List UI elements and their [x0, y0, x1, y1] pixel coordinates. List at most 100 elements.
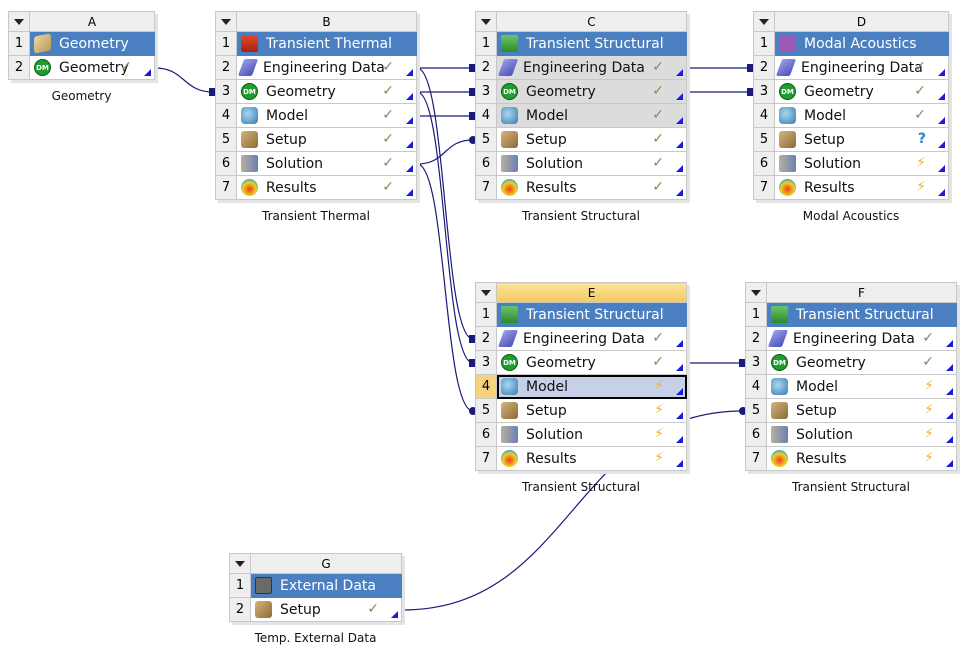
cell-transient-structural[interactable]: Transient Structural: [766, 302, 957, 327]
cell-results[interactable]: Results✓: [236, 175, 417, 200]
cell-setup[interactable]: Setup⚡: [496, 398, 687, 423]
cell-model[interactable]: Model✓: [774, 103, 949, 128]
cell-setup[interactable]: Setup✓: [496, 127, 687, 152]
connection-line[interactable]: [416, 139, 474, 165]
cell-engineering-data[interactable]: Engineering Data✓: [496, 326, 687, 351]
cell-setup[interactable]: Setup?: [774, 127, 949, 152]
connection-line[interactable]: [154, 67, 214, 93]
system-menu-button[interactable]: [745, 282, 767, 303]
connection-line[interactable]: [416, 67, 474, 340]
system-menu-button[interactable]: [475, 282, 497, 303]
cell-solution[interactable]: Solution✓: [496, 151, 687, 176]
cell-model[interactable]: Model✓: [496, 103, 687, 128]
system-menu-button[interactable]: [753, 11, 775, 32]
cell-solution[interactable]: Solution⚡: [496, 422, 687, 447]
cell-setup[interactable]: Setup✓: [250, 597, 402, 622]
system-caption[interactable]: Modal Acoustics: [802, 209, 900, 223]
system-menu-button[interactable]: [475, 11, 497, 32]
cell-engineering-data[interactable]: Engineering Data✓: [496, 55, 687, 80]
cell-solution[interactable]: Solution⚡: [766, 422, 957, 447]
cell-solution[interactable]: Solution⚡: [774, 151, 949, 176]
cell-results[interactable]: Results⚡: [774, 175, 949, 200]
system-caption[interactable]: Transient Structural: [522, 480, 640, 494]
system-caption[interactable]: Temp. External Data: [254, 631, 377, 645]
cell-results[interactable]: Results⚡: [496, 446, 687, 471]
system-caption[interactable]: Transient Thermal: [262, 209, 370, 223]
cell-setup[interactable]: Setup✓: [236, 127, 417, 152]
connection-line[interactable]: [416, 163, 474, 412]
system-caption[interactable]: Geometry: [51, 89, 112, 103]
cell-engineering-data[interactable]: Engineering Data✓: [236, 55, 417, 80]
system-menu-button[interactable]: [229, 553, 251, 574]
system-menu-button[interactable]: [215, 11, 237, 32]
cell-engineering-data[interactable]: Engineering Data✓: [766, 326, 957, 351]
cell-modal-acoustics[interactable]: Modal Acoustics: [774, 31, 949, 56]
cell-results[interactable]: Results⚡: [766, 446, 957, 471]
cell-results[interactable]: Results✓: [496, 175, 687, 200]
cell-transient-thermal[interactable]: Transient Thermal: [236, 31, 417, 56]
cell-model[interactable]: Model✓: [236, 103, 417, 128]
system-menu-button[interactable]: [8, 11, 30, 32]
system-caption[interactable]: Transient Structural: [522, 209, 640, 223]
cell-external-data[interactable]: External Data: [250, 573, 402, 598]
connection-line[interactable]: [416, 91, 474, 364]
cell-model[interactable]: Model⚡: [766, 374, 957, 399]
cell-geometry[interactable]: Geometry: [29, 31, 155, 56]
cell-engineering-data[interactable]: Engineering Data✓: [774, 55, 949, 80]
cell-transient-structural[interactable]: Transient Structural: [496, 302, 687, 327]
cell-model[interactable]: Model⚡: [496, 374, 687, 399]
system-caption[interactable]: Transient Structural: [792, 480, 910, 494]
cell-setup[interactable]: Setup⚡: [766, 398, 957, 423]
cell-transient-structural[interactable]: Transient Structural: [496, 31, 687, 56]
